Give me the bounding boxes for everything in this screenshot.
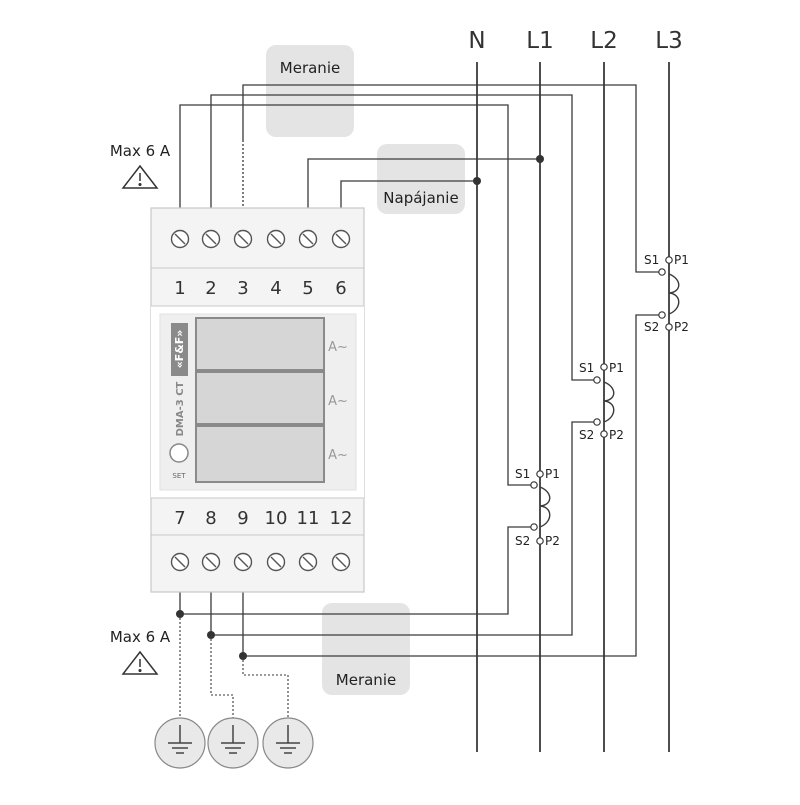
max-current-top-label: Max 6 A	[110, 142, 171, 160]
napajanie-box	[377, 144, 465, 214]
terminal-screw-9	[233, 552, 253, 572]
terminal-screw-11	[298, 552, 318, 572]
terminal-number: 3	[237, 278, 248, 299]
terminal-screw-6	[331, 229, 351, 249]
ct-l2: S1 P1 S2 P2	[579, 361, 624, 442]
brand-logo	[171, 323, 188, 376]
warning-icon	[121, 164, 159, 189]
display-phase-2	[195, 371, 325, 425]
ground-icon	[262, 717, 314, 769]
wire-t2-to-l2-s1	[210, 94, 597, 381]
brand-logo-text: «F&F»	[173, 330, 186, 369]
terminal-screw-12	[331, 552, 351, 572]
ground-wire-2	[210, 635, 234, 720]
display-phase-1	[195, 317, 325, 371]
terminal-screw-5	[298, 229, 318, 249]
terminal-screw-10	[266, 552, 286, 572]
terminal-number: 7	[174, 508, 185, 529]
ct-l3: S1 P1 S2 P2	[644, 253, 689, 334]
line-l3-label: L3	[655, 28, 682, 54]
ct-l3-s1: S1	[644, 253, 659, 267]
terminal-number: 1	[174, 278, 185, 299]
terminal-screw-7	[170, 552, 190, 572]
terminal-screw-8	[201, 552, 221, 572]
line-l2-label: L2	[590, 28, 617, 54]
terminal-screws-bottom	[170, 552, 351, 572]
ct-l3-p2: P2	[674, 320, 689, 334]
ct-l1-p2: P2	[545, 534, 560, 548]
ct-l1-s1: S1	[515, 467, 530, 481]
wire-t8-to-l2-s2	[210, 421, 597, 636]
set-button[interactable]	[169, 443, 189, 463]
ct-l1-s2: S2	[515, 534, 530, 548]
ct-l1: S1 P1 S2 P2	[515, 467, 560, 548]
wire-t7-to-l1-s2	[179, 526, 534, 615]
meranie-top-label: Meranie	[280, 59, 340, 77]
ground-icon	[207, 717, 259, 769]
wire-t9-to-l3-s2	[242, 314, 662, 657]
ground-icon	[154, 717, 206, 769]
terminal-screw-3	[233, 229, 253, 249]
junction-n-supply	[473, 177, 481, 185]
terminal-number: 10	[265, 508, 288, 529]
junction-l1-supply	[536, 155, 544, 163]
terminal-number: 11	[297, 508, 320, 529]
ct-l2-s1: S1	[579, 361, 594, 375]
terminal-screw-2	[201, 229, 221, 249]
ground-wire-3	[242, 656, 289, 720]
ct-l2-p2: P2	[609, 428, 624, 442]
ct-l3-s2: S2	[644, 320, 659, 334]
model-label: DMA-3 CT	[175, 381, 186, 436]
terminal-screw-4	[266, 229, 286, 249]
terminal-number: 5	[302, 278, 313, 299]
terminal-number: 12	[330, 508, 353, 529]
ct-l2-p1: P1	[609, 361, 624, 375]
ct-l2-s2: S2	[579, 428, 594, 442]
terminal-number: 8	[205, 508, 216, 529]
meranie-bottom-box	[322, 603, 410, 695]
display-phase-3	[195, 425, 325, 483]
max-current-bottom-label: Max 6 A	[110, 628, 171, 646]
meranie-top-box	[266, 45, 354, 137]
line-l1-label: L1	[526, 28, 553, 54]
wire-t1-to-l1-s1	[179, 104, 534, 486]
dma3ct-device: A~ A~ A~ «F&F» DMA-3 CT SET	[150, 207, 365, 593]
terminal-number: 2	[205, 278, 216, 299]
terminal-number: 6	[335, 278, 346, 299]
unit-label-1: A~	[328, 340, 348, 355]
wire-t5-to-l1	[307, 158, 540, 208]
wire-t3-to-l3-s1	[242, 84, 662, 273]
terminal-screws-top	[170, 229, 351, 249]
terminal-screw-1	[170, 229, 190, 249]
warning-icon	[121, 650, 159, 675]
wire-t6-to-n	[340, 180, 477, 208]
ct-l1-p1: P1	[545, 467, 560, 481]
meranie-bottom-label: Meranie	[336, 671, 396, 689]
terminal-number: 9	[237, 508, 248, 529]
ct-l3-p1: P1	[674, 253, 689, 267]
terminal-number: 4	[270, 278, 281, 299]
unit-label-3: A~	[328, 448, 348, 463]
set-label: SET	[172, 472, 186, 480]
unit-label-2: A~	[328, 394, 348, 409]
napajanie-label: Napájanie	[383, 189, 458, 207]
line-n-label: N	[468, 28, 485, 54]
